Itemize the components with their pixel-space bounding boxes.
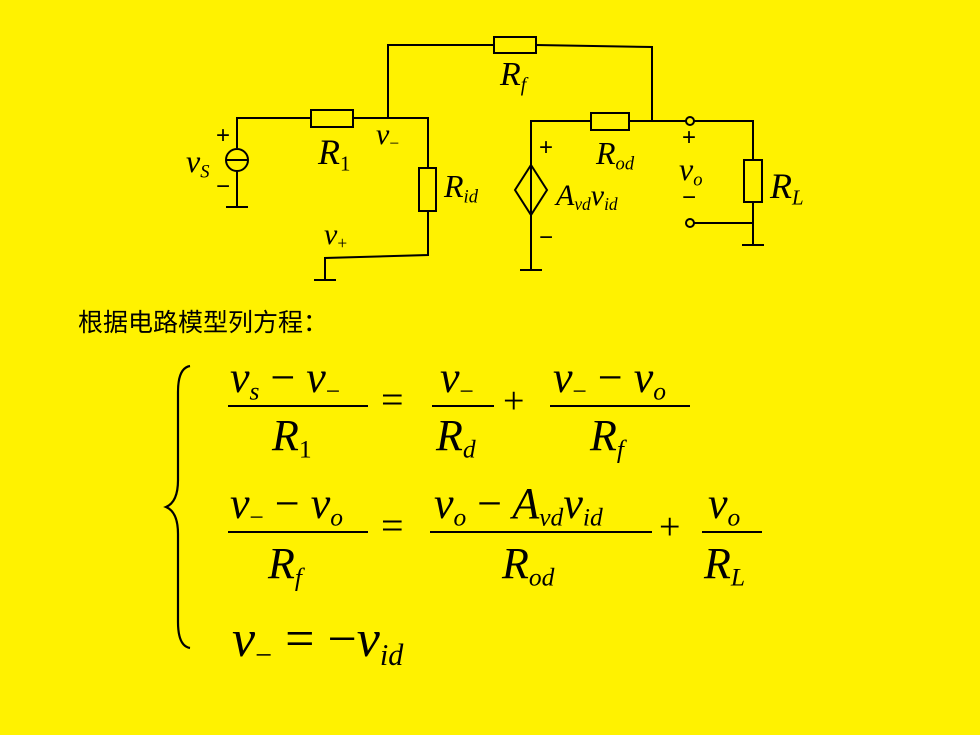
eq2-t2-numerator: vo	[708, 479, 741, 532]
eq1-lhs-bar	[228, 405, 368, 407]
eq1-lhs-numerator: vs − v−	[230, 353, 341, 406]
wire-r1-to-rid	[353, 117, 429, 168]
terminal-out-bottom	[685, 218, 695, 228]
resistor-r1	[310, 109, 354, 128]
resistor-rid	[418, 167, 437, 212]
eq1-t1-denominator: Rd	[436, 411, 476, 464]
sign-dep-plus: +	[539, 134, 554, 161]
eq2-t1-denominator: Rod	[502, 539, 555, 592]
label-vminus: v−	[376, 118, 400, 154]
wire-feedback-right	[535, 44, 653, 121]
label-rod: Rod	[596, 135, 635, 175]
eq2-t1-numerator: vo − Avdvid	[434, 479, 603, 532]
label-vplus: v+	[324, 218, 348, 254]
eq1-t2-denominator: Rf	[590, 411, 624, 464]
eq2-t2-denominator: RL	[704, 539, 746, 592]
equation-3: v− = −vid	[232, 611, 404, 673]
sign-vo-minus: −	[682, 184, 697, 211]
eq2-lhs-denominator: Rf	[268, 539, 302, 592]
sign-vs-minus: −	[216, 173, 231, 200]
label-r1: R1	[318, 132, 351, 176]
resistor-rod	[590, 112, 630, 131]
wire-load-top	[694, 120, 754, 160]
caption-equations: 根据电路模型列方程：	[78, 308, 329, 337]
eq2-lhs-numerator: v− − vo	[230, 479, 344, 532]
eq1-t2-bar	[550, 405, 690, 407]
wire-source-top	[236, 117, 311, 148]
wire-rid-bottom	[324, 211, 429, 280]
eq1-t1-numerator: v−	[440, 353, 474, 406]
eq1-plus: +	[503, 380, 525, 422]
eq2-plus: +	[659, 506, 681, 548]
resistor-rl	[743, 159, 763, 203]
label-rf: Rf	[500, 56, 527, 96]
circuit-diagram	[225, 36, 764, 281]
label-avd-vid: Avdvid	[556, 179, 618, 215]
wire-feedback-top	[387, 44, 494, 118]
eq1-lhs-denominator: R1	[272, 411, 312, 464]
sign-vo-plus: +	[682, 124, 697, 151]
eq2-equals: =	[381, 503, 404, 548]
label-rl: RL	[770, 166, 804, 210]
eq2-t2-bar	[702, 531, 762, 533]
label-vo: vo	[679, 151, 703, 191]
eq1-t1-bar	[432, 405, 494, 407]
eq1-t2-numerator: v− − vo	[553, 353, 667, 406]
equation-brace	[163, 364, 191, 650]
label-rid: Rid	[444, 168, 478, 208]
eq2-t1-bar	[430, 531, 652, 533]
resistor-rf	[493, 36, 537, 54]
sign-vs-plus: +	[216, 122, 231, 149]
label-vs: vS	[186, 143, 210, 183]
sign-dep-minus: −	[539, 224, 554, 251]
eq1-equals: =	[381, 377, 404, 422]
eq2-lhs-bar	[228, 531, 368, 533]
wire-dep-top	[530, 120, 591, 165]
